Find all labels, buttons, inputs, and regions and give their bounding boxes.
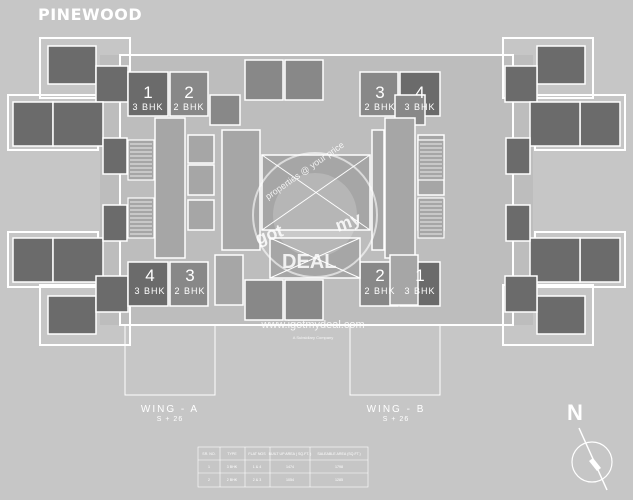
unit-type: 2 BHK — [364, 102, 395, 112]
compass-icon: N — [567, 400, 613, 491]
unit-number: 3 — [185, 266, 194, 285]
table-cell: 1798 — [335, 465, 343, 469]
table-cell: 2 & 3 — [253, 478, 261, 482]
watermark-bottom-word: DEAL — [282, 251, 336, 273]
unit-number: 4 — [145, 266, 154, 285]
wing-a-floors: S + 26 — [157, 416, 183, 423]
unit-number: 1 — [143, 83, 152, 102]
table-header: TYPE — [227, 452, 237, 456]
unit-number: 2 — [375, 266, 384, 285]
unit-number: 3 — [375, 83, 384, 102]
wing-b-floors: S + 26 — [383, 416, 409, 423]
table-cell: 3 BHK — [227, 465, 238, 469]
table-header: SR. NO. — [202, 452, 215, 456]
unit-type: 2 BHK — [173, 102, 204, 112]
wing-b-label: WING - B — [367, 404, 426, 415]
unit-number: 2 — [184, 83, 193, 102]
unit-type: 3 BHK — [404, 102, 435, 112]
table-header: BUILT UP AREA ( SQ.FT. ) — [269, 452, 312, 456]
unit-type: 2 BHK — [364, 286, 395, 296]
table-cell: 2 BHK — [227, 478, 238, 482]
table-cell: 1054 — [286, 478, 294, 482]
table-cell: 1 — [208, 465, 210, 469]
table-header: SALEABLE AREA (SQ.FT.) — [317, 452, 360, 456]
table-cell: 1 & 4 — [253, 465, 261, 469]
area-table — [197, 446, 369, 488]
table-cell: 2 — [208, 478, 210, 482]
wing-plots: WING - A S + 26 WING - B S + 26 — [124, 325, 441, 423]
unit-type: 2 BHK — [174, 286, 205, 296]
unit-number: 4 — [415, 83, 424, 102]
table-cell: 1285 — [335, 478, 343, 482]
project-title: PINEWOOD — [38, 5, 143, 24]
table-header: FLAT NOS — [248, 452, 266, 456]
unit-number: 1 — [415, 266, 424, 285]
unit-type: 3 BHK — [132, 102, 163, 112]
unit-type: 3 BHK — [404, 286, 435, 296]
wing-a-label: WING - A — [141, 404, 199, 415]
table-cell: 1474 — [286, 465, 294, 469]
staircases — [127, 139, 445, 239]
unit-type: 3 BHK — [134, 286, 165, 296]
watermark-sub: A Subsidiary Company — [293, 335, 333, 340]
unit-labels: 1 3 BHK 2 2 BHK 3 2 BHK 4 3 BHK 4 3 BHK … — [132, 83, 435, 296]
watermark-url: www.igotmydeal.com — [260, 319, 364, 331]
north-label: N — [567, 400, 583, 425]
area-table-text: SR. NO. TYPE FLAT NOS BUILT UP AREA ( SQ… — [202, 452, 360, 482]
